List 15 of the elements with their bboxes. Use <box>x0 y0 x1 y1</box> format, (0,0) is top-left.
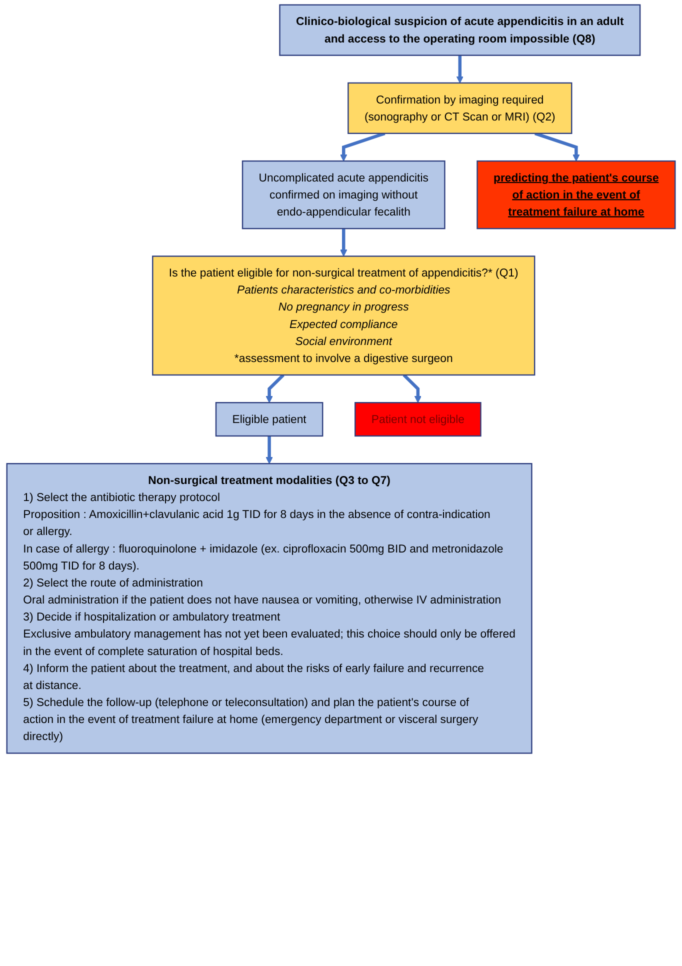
node-box: Uncomplicated acute appendicitis confirmed on imaging without endo-appendicular fecalith <box>242 160 446 230</box>
node-box: Patient not eligible <box>354 402 482 437</box>
arrow <box>534 132 580 162</box>
node-box: Is the patient eligible for non-surgical treatment of appendicitis?* (Q1) Patients characteristics and co-morbidities No pregnancy in progress Expected compliance Social environment *assessment to involve a digestive surgeon <box>152 256 536 376</box>
arrow <box>340 132 386 162</box>
arrow <box>266 436 273 464</box>
node-box: Non-surgical treatment modalities (Q3 to Q7) 1) Select the antibiotic therapy protocol Proposition : Amoxicillin+clavulanic acid 1g TID for 8 days in the absence of contra-indication or allergy. In case of allergy : fluoroquinolone + imidazole (ex. ciprofloxacin 500mg BID and metronidazole 500mg TID for 8 days). 2) Select the route of administration Oral administration if the patient does not have nausea or vomiting, otherwise IV administration 3) Decide if hospitalization or ambulatory treatment Exclusive ambulatory management has not yet been evaluated; this choice should only be offered in the event of complete saturation of hospital beds. 4) Inform the patient about the treatment, and about the risks of early failure and recurrence at distance. 5) Schedule the follow-up (telephone or teleconsultation) and plan the patient's course of action in the event of treatment failure at home (emergency department or visceral surgery directly) <box>6 463 532 754</box>
node-box: Clinico-biological suspicion of acute appendicitis in an adult and access to the operating room impossible (Q8) <box>279 4 641 56</box>
node-box: Eligible patient <box>215 402 324 437</box>
arrow <box>402 374 422 403</box>
arrow <box>266 374 284 403</box>
arrow <box>340 228 348 257</box>
arrow <box>456 55 464 84</box>
node-box: Confirmation by imaging required (sonography or CT Scan or MRI) (Q2) <box>348 82 572 134</box>
node-box: predicting the patient's course of action in the event of treatment failure at home <box>476 160 676 230</box>
